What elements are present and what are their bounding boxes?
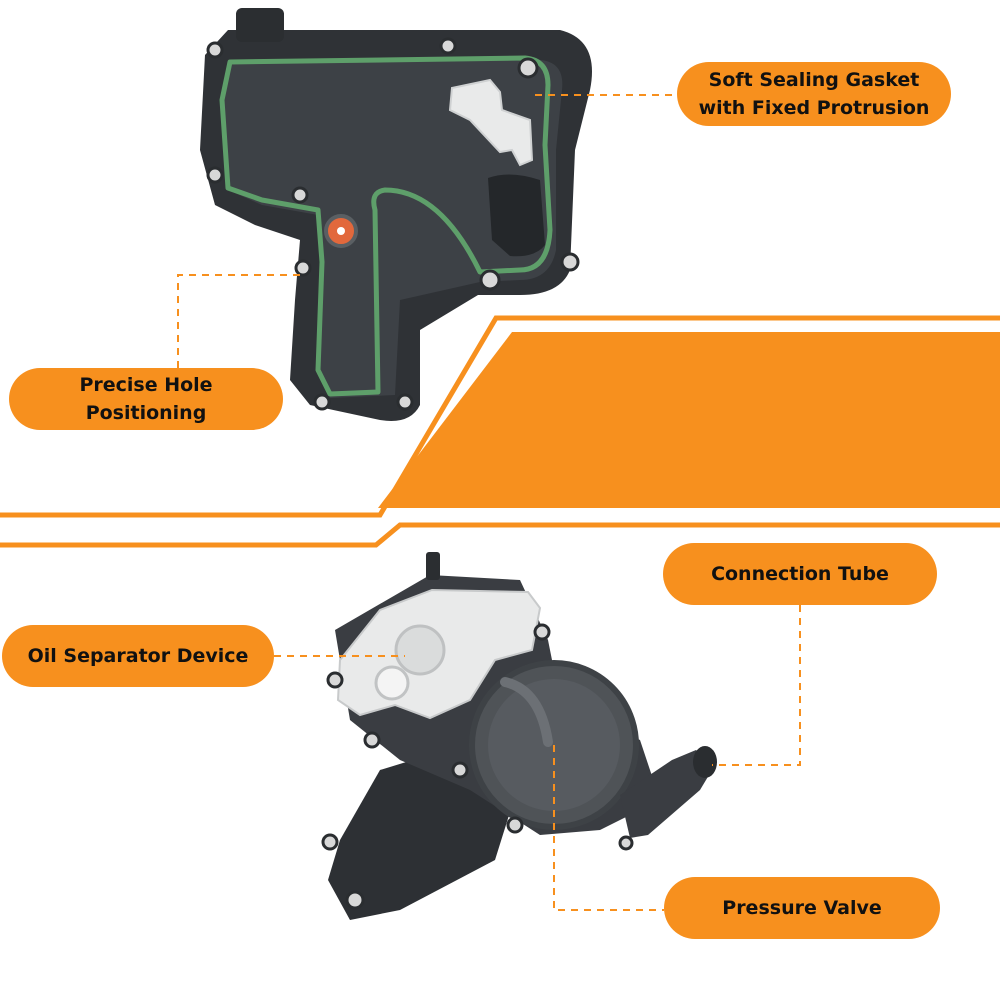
leader-pressure-valve: [553, 745, 664, 911]
callout-gasket-line1: Soft Sealing Gasket: [708, 69, 920, 91]
leader-hole: [177, 274, 300, 368]
leader-tube: [712, 605, 801, 766]
callout-pressure-valve-label: Pressure Valve: [722, 897, 882, 919]
oil-separator-pcv-icon: [321, 552, 717, 920]
callout-pressure-valve: Pressure Valve: [664, 877, 940, 939]
engine-cover-gasket-icon: [200, 8, 592, 421]
callout-tube-label: Connection Tube: [711, 563, 889, 585]
callout-leader-lines: [177, 94, 801, 911]
callout-precise-hole-positioning: Precise Hole Positioning: [9, 368, 283, 430]
decorative-orange-band: [0, 315, 1000, 548]
callout-connection-tube: Connection Tube: [663, 543, 937, 605]
callout-oil-separator-device: Oil Separator Device: [2, 625, 274, 687]
callout-gasket-line2: with Fixed Protrusion: [698, 97, 930, 119]
callout-hole-label: Precise Hole Positioning: [79, 374, 213, 424]
callout-oil-separator-label: Oil Separator Device: [27, 645, 249, 667]
callout-soft-sealing-gasket: Soft Sealing Gasket with Fixed Protrusio…: [677, 62, 951, 126]
